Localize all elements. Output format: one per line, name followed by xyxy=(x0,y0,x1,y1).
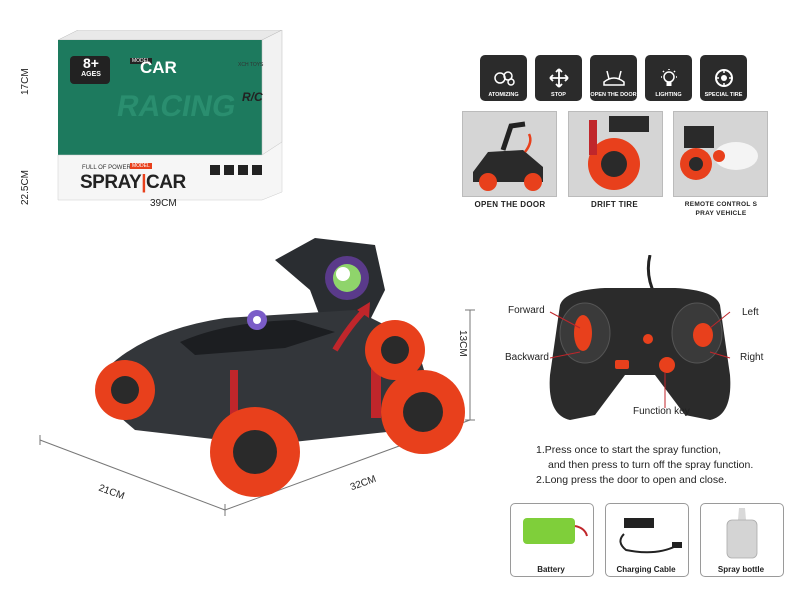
age-subtext: AGES xyxy=(81,71,101,78)
special-tire-icon xyxy=(714,68,733,87)
feature-icons: ATOMIZING STOP OPEN THE DOOR LIGHTING SP… xyxy=(480,55,775,105)
photo-open-door xyxy=(462,111,557,197)
atomizing-icon xyxy=(493,71,515,86)
brand-logo: XCH TOYS xyxy=(238,62,264,68)
open-door-icon xyxy=(602,70,625,86)
remote-controller-image xyxy=(545,254,735,430)
photo-spray-vehicle xyxy=(673,111,768,197)
label-right: Right xyxy=(740,352,764,363)
feature-open-door: OPEN THE DOOR xyxy=(590,55,637,101)
box-depth-dim: 22.5CM xyxy=(20,169,31,205)
feature-lighting: LIGHTING xyxy=(645,55,692,101)
instructions: 1.Press once to start the spray function… xyxy=(536,443,753,488)
feature-label: SPECIAL TIRE xyxy=(704,91,743,98)
feature-special-tire: SPECIAL TIRE xyxy=(700,55,747,101)
accessory-spray-bottle xyxy=(700,503,784,577)
label-backward: Backward xyxy=(505,352,549,363)
age-badge: 8+ AGES xyxy=(72,55,110,79)
box-height-dim: 17CM xyxy=(20,68,31,95)
instruction-line-3: 2.Long press the door to open and close. xyxy=(536,474,727,486)
remote-callout-lines xyxy=(549,311,731,408)
instruction-line-2: and then press to turn off the spray fun… xyxy=(548,459,754,471)
spray-car-image xyxy=(85,230,475,520)
box-top-model: MODEL xyxy=(130,58,152,64)
feature-label: ATOMIZING xyxy=(488,91,519,98)
label-left: Left xyxy=(742,307,759,318)
instruction-line-1: 1.Press once to start the spray function… xyxy=(536,444,722,456)
accessory-spray-bottle-label: Spray bottle xyxy=(717,565,765,574)
box-title-spray: SPRAY xyxy=(80,172,142,193)
photo-caption-open-door: OPEN THE DOOR xyxy=(474,200,546,209)
box-tagline: FULL OF POWER xyxy=(82,165,131,171)
feature-atomizing: ATOMIZING xyxy=(480,55,527,101)
box-title: SPRAY|CAR xyxy=(80,172,186,194)
box-title-sep: | xyxy=(141,172,147,193)
age-text: 8+ xyxy=(83,55,99,71)
stop-arrows-icon xyxy=(548,68,569,88)
accessory-charging-cable-label: Charging Cable xyxy=(616,565,676,574)
box-title-car: CAR xyxy=(146,172,186,193)
svg-text:RACING: RACING xyxy=(114,90,238,123)
photo-drift-tire xyxy=(568,111,663,197)
label-function-key: Function key xyxy=(633,406,690,417)
feature-label: STOP xyxy=(551,91,566,98)
box-top-car: CAR xyxy=(140,58,177,77)
photo-caption-spray-vehicle: REMOTE CONTROL S PRAY VEHICLE xyxy=(684,201,758,217)
product-box: RACING 8+ AGES MODEL CAR XCH TOYS R/C FU… xyxy=(50,29,290,215)
accessory-battery-label: Battery xyxy=(537,565,565,574)
box-width-dim: 39CM xyxy=(150,198,177,209)
rc-logo: R/C xyxy=(242,90,263,104)
box-model-tag: MODEL xyxy=(130,163,152,169)
photo-caption-drift-tire: DRIFT TIRE xyxy=(591,200,638,209)
lighting-icon xyxy=(660,68,677,86)
accessory-battery xyxy=(510,503,594,577)
label-forward: Forward xyxy=(508,305,545,316)
feature-stop: STOP xyxy=(535,55,582,101)
feature-label: LIGHTING xyxy=(655,91,682,98)
feature-label: OPEN THE DOOR xyxy=(590,91,637,98)
accessory-charging-cable xyxy=(605,503,689,577)
